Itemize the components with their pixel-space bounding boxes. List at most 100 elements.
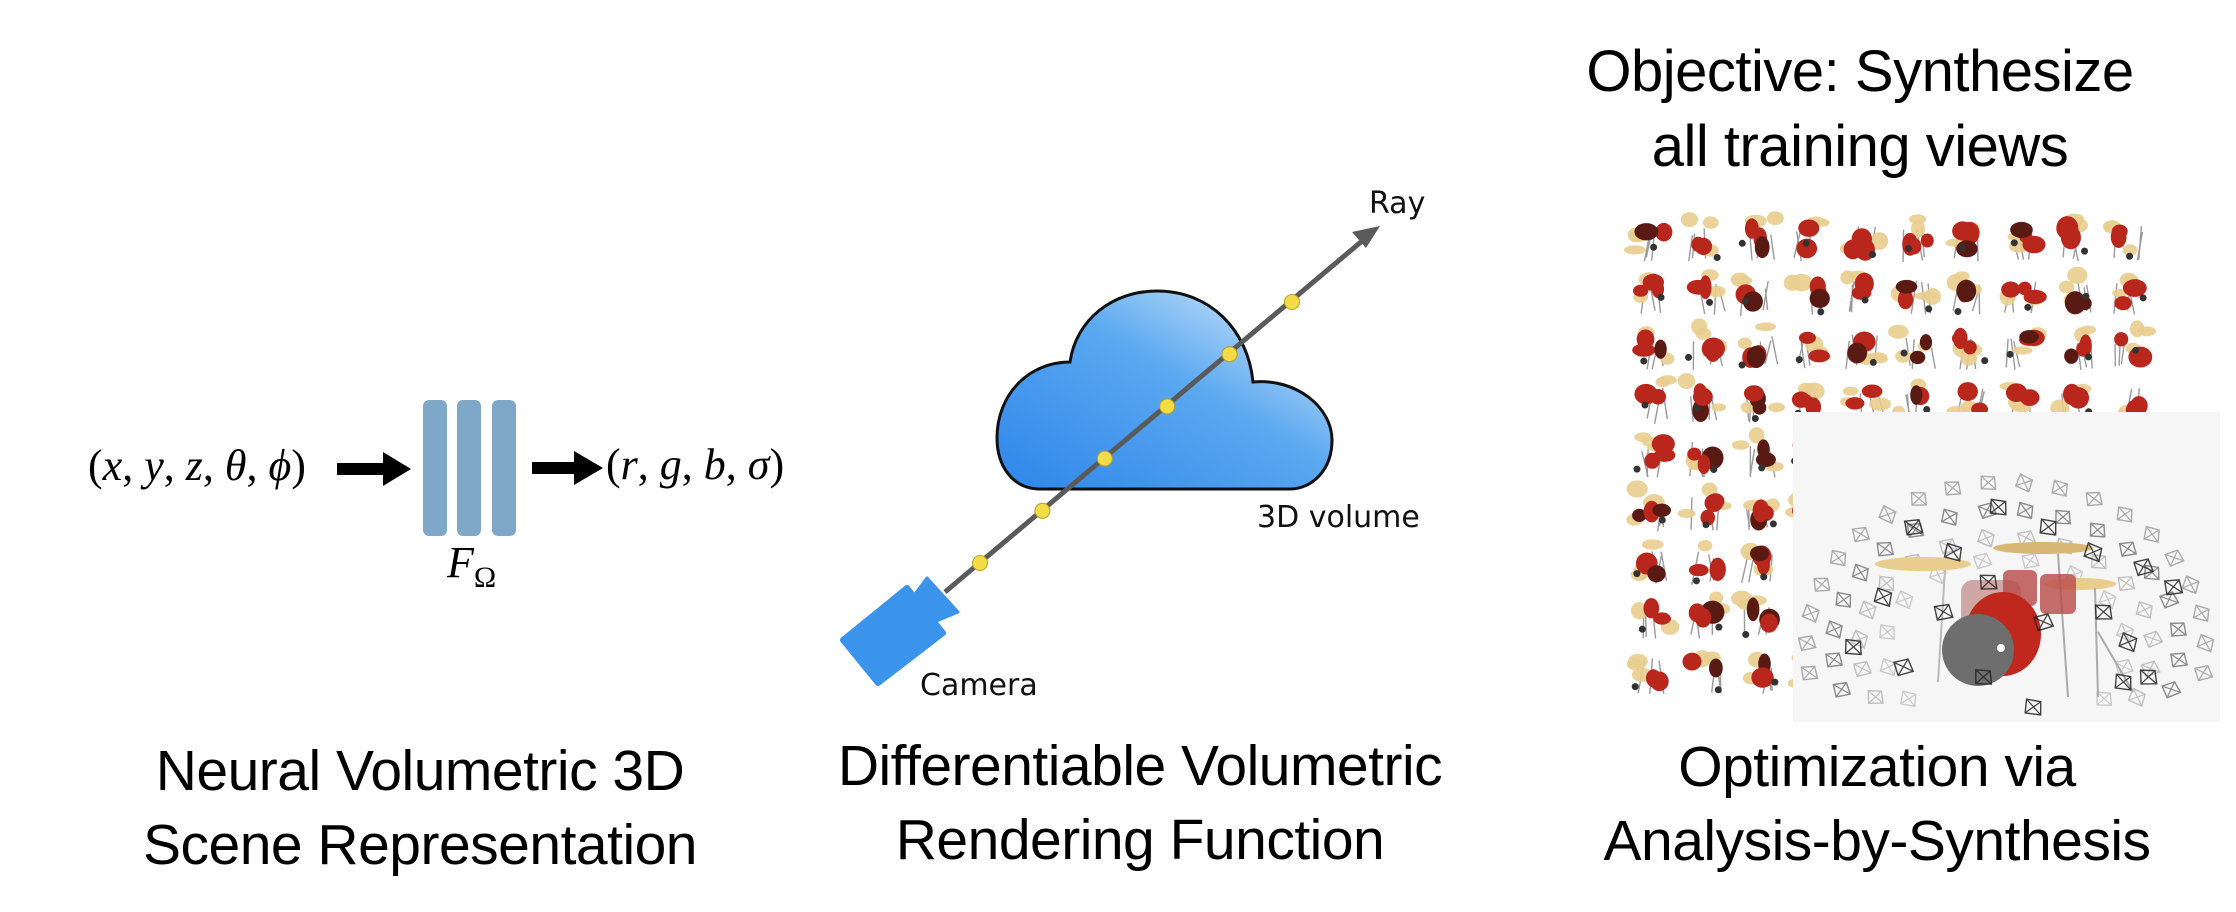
camera-frustum-icon <box>1879 624 1895 640</box>
camera-frustums <box>1797 473 2215 708</box>
sample-points <box>972 294 1300 571</box>
camera-frustum-icon <box>2161 680 2182 699</box>
camera-frustum-icon <box>2051 479 2069 497</box>
camera-frustum-icon <box>1943 542 1963 562</box>
training-view-thumbnail <box>1627 590 1680 642</box>
network-layer <box>457 400 481 536</box>
drum-kit-icon <box>1626 653 1669 695</box>
camera-frustum-icon <box>1835 591 1852 608</box>
ray <box>943 226 1380 594</box>
camera-frustum-icon <box>2196 633 2215 653</box>
training-view-thumbnail <box>1945 266 1995 318</box>
drum-kit-icon <box>1688 591 1731 639</box>
output-b: b <box>703 440 726 489</box>
camera-frustum-icon <box>1825 652 1844 668</box>
drum-kit-icon <box>2007 221 2046 260</box>
training-view-thumbnail <box>1627 266 1677 318</box>
drum-kit-icon <box>2064 325 2097 370</box>
training-view-thumbnail <box>1733 320 1783 372</box>
camera-frustum-icon <box>2192 604 2210 623</box>
caption-line: Scene Representation <box>142 813 698 877</box>
training-view-thumbnail <box>1786 212 1836 264</box>
training-view-thumbnail <box>1733 536 1783 588</box>
training-view-thumbnail <box>1839 266 1889 318</box>
camera-frustum-icon <box>1800 665 1819 681</box>
camera-frustum-icon <box>1976 528 1995 548</box>
camera-frustum-icon <box>1944 481 1962 496</box>
training-view-thumbnail <box>1733 644 1783 696</box>
training-view-thumbnail <box>1839 212 1889 264</box>
camera-frustums-front <box>1844 498 2184 716</box>
drum-kit-icon <box>1793 216 1830 262</box>
volume-label: 3D volume <box>1257 500 1420 535</box>
training-view-thumbnail <box>1731 427 1784 480</box>
drum-kit-icon <box>1875 542 2134 698</box>
camera-frustum-icon <box>2143 525 2160 543</box>
training-view-thumbnail <box>1786 374 1836 426</box>
camera-frustum-icon <box>1903 519 1924 536</box>
drum-kit-icon <box>1626 480 1671 532</box>
input-theta: θ <box>224 441 247 490</box>
drum-kit-icon <box>1946 271 1983 316</box>
camera-frustum-icon <box>2085 491 2103 507</box>
caption-line: Optimization via <box>1678 735 2076 799</box>
camera-frustum-icon <box>2115 622 2135 643</box>
drum-kit-icon <box>1738 211 1784 261</box>
training-view-thumbnail <box>1890 266 1942 318</box>
camera-frustum-icon <box>2164 549 2185 568</box>
camera-frustum-icon <box>1878 504 1897 525</box>
drum-kit-icon <box>1685 441 1724 478</box>
camera-frustum-icon <box>1851 563 1870 582</box>
camera-frustum-icon <box>2021 553 2040 570</box>
drum-kit-icon <box>1742 651 1779 694</box>
representation-caption: Neural Volumetric 3D Scene Representatio… <box>110 734 730 882</box>
training-view-thumbnail <box>1733 482 1783 534</box>
training-view-thumbnail <box>1680 212 1730 264</box>
caption-line: Rendering Function <box>895 808 1385 872</box>
camera-frustum-icon <box>1876 541 1894 557</box>
camera-frustum-icon <box>2032 613 2055 632</box>
training-view-thumbnail <box>1677 482 1732 534</box>
ray-arrowhead <box>1352 226 1380 248</box>
camera-frustum-icon <box>1893 658 1915 677</box>
drum-kit-icon <box>1795 331 1831 369</box>
training-view-thumbnail <box>1998 266 2048 318</box>
training-view-thumbnail <box>2104 266 2154 318</box>
training-view-thumbnail <box>1998 374 2048 426</box>
training-view-thumbnail <box>1998 212 2048 264</box>
drum-kit-icon <box>1999 382 2040 424</box>
camera-frustum-icon <box>1933 603 1954 621</box>
camera-frustum-icon <box>2118 541 2138 557</box>
camera-frustum-icon <box>2039 518 2057 536</box>
network-layer <box>492 400 516 536</box>
camera-frustum-icon <box>1975 669 1993 685</box>
drum-kit-icon <box>2058 266 2092 315</box>
caption-line: Differentiable Volumetric <box>837 734 1443 798</box>
camera-frustum-icon <box>2094 604 2113 620</box>
drum-kit-icon <box>1888 324 1936 370</box>
training-view-thumbnail <box>1680 536 1730 588</box>
camera-frustum-icon <box>2142 630 2164 649</box>
training-view-thumbnail <box>1680 266 1730 318</box>
camera-frustum-icon <box>2169 622 2187 637</box>
camera-frustum-icon <box>2170 652 2189 668</box>
camera-frustum-icon <box>2055 509 2072 525</box>
sample-point <box>972 555 988 571</box>
drum-kit-icon <box>1632 326 1675 370</box>
drum-kit-icon <box>1630 597 1680 639</box>
drum-kit-icon <box>1951 327 1989 370</box>
drum-kit-icon <box>1633 272 1665 314</box>
drum-kit-icon <box>2050 383 2093 424</box>
training-view-thumbnail <box>1783 266 1836 318</box>
camera-frustum-icon <box>1900 690 1917 708</box>
network-layer <box>423 400 447 536</box>
sample-point <box>1159 398 1176 415</box>
drum-kit-icon <box>1677 482 1732 531</box>
camera-frustum-icon <box>2163 579 2184 596</box>
drum-kit-icon <box>1688 539 1726 586</box>
training-view-thumbnail <box>2104 320 2157 372</box>
camera-frustum-icon <box>2127 687 2147 707</box>
camera-frustum-icon <box>2098 589 2117 610</box>
drum-kit-icon <box>1999 281 2047 314</box>
drum-kit-icon <box>1740 542 1774 583</box>
